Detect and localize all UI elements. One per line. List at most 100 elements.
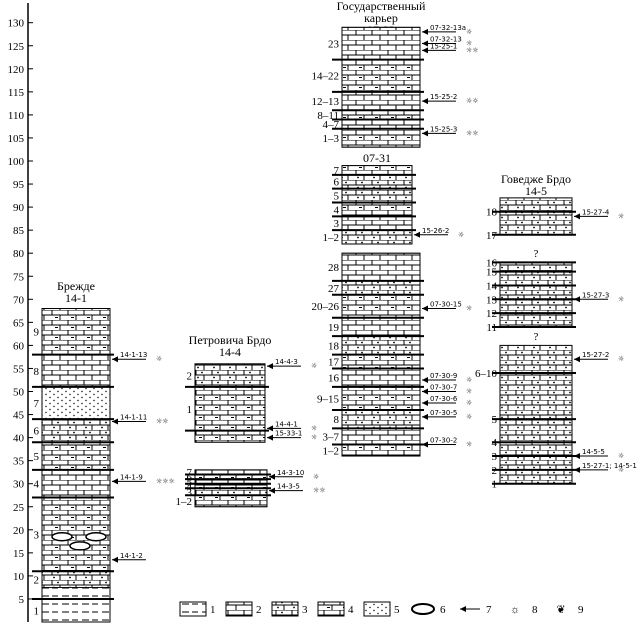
bed-label: 28 — [328, 262, 340, 274]
legend-swatch — [271, 601, 299, 617]
sample-symbols: ☼ — [618, 295, 624, 303]
section-title: 14-1 — [65, 291, 87, 305]
sample-arrowhead — [574, 466, 580, 473]
section-title: Петровича Брдо — [189, 333, 272, 347]
bed-label: 18 — [328, 340, 340, 352]
axis-tick-label: 90 — [13, 202, 25, 214]
sample-label: 07-32-13 — [430, 35, 462, 43]
sample-arrowhead — [112, 478, 118, 485]
bed-fill — [341, 280, 421, 296]
section-title: Брежде — [57, 279, 95, 293]
sample-label: 07-30-2 — [430, 437, 457, 445]
bed-fill — [341, 252, 421, 282]
bed-label: 8 — [34, 366, 40, 378]
sample-label: 15-33-1 — [275, 430, 302, 438]
legend-arrowhead — [460, 606, 466, 612]
sample-arrowhead — [422, 400, 428, 407]
axis-tick-label: 5 — [19, 594, 25, 606]
bed-fill — [341, 317, 421, 337]
axis-tick-label: 95 — [13, 179, 25, 191]
section-title: Государственный — [337, 0, 426, 13]
bed-fill — [41, 598, 111, 623]
bed-label: 5 — [187, 476, 193, 488]
sample-label: 07-30-7 — [430, 384, 457, 392]
bed-label: 16 — [486, 257, 498, 269]
sample-label: 07-30-9 — [430, 372, 457, 380]
legend-shell-icon: ❦ — [556, 604, 565, 616]
sample-arrowhead — [422, 98, 428, 105]
sample-label: 14-4-1 — [275, 420, 298, 428]
sample-label: 15-27-3 — [582, 291, 609, 299]
concretion-oval — [69, 541, 91, 551]
bed-fill — [341, 354, 421, 369]
axis-tick-label: 105 — [8, 133, 25, 145]
bed-fill — [41, 441, 111, 471]
bed-label: 2 — [34, 574, 40, 586]
bed-label: 4 — [34, 479, 40, 491]
axis-tick-label: 40 — [13, 433, 25, 445]
bed-fill — [41, 418, 111, 443]
sample-arrowhead — [574, 356, 580, 363]
bed-label: 5 — [492, 414, 498, 426]
bed-label: 20–26 — [312, 301, 340, 313]
section-title: 14-5 — [525, 184, 547, 198]
sample-label: 14-1-9 — [120, 473, 143, 481]
legend-item: 3 — [271, 601, 308, 617]
bed-label: 8 — [334, 414, 340, 426]
sample-label: 15-27-1; 14-5-1 — [582, 462, 637, 470]
axis-tick-label: 15 — [13, 548, 25, 560]
bed-label: 3 — [492, 451, 498, 463]
bed-fill — [194, 487, 268, 496]
bed-fill — [341, 165, 413, 176]
legend-item: ☼8 — [510, 604, 538, 616]
sample-symbols: ☼ — [466, 39, 472, 47]
bed-fill — [341, 128, 421, 148]
bed-label: 14–22 — [312, 71, 340, 83]
sample-arrowhead — [422, 40, 428, 47]
axis-tick-label: 120 — [8, 64, 25, 76]
sample-symbols: ☼ — [311, 434, 317, 442]
bed-fill — [41, 570, 111, 588]
section-outline — [41, 308, 111, 623]
legend-number: 5 — [394, 604, 400, 616]
bed-fill — [341, 174, 413, 190]
sample-symbols: ☼☼ — [156, 417, 169, 425]
bed-fill — [341, 119, 421, 130]
bed-fill — [341, 444, 421, 457]
bed-label: 7 — [187, 467, 193, 479]
bed-fill — [341, 26, 421, 60]
axis-tick-label: 75 — [13, 271, 25, 283]
bed-label: 15 — [486, 267, 498, 279]
bed-label: 3 — [187, 487, 193, 499]
axis-tick-label: 20 — [13, 525, 25, 537]
axis-tick-label: 110 — [8, 110, 25, 122]
sample-symbols: ☼☼ — [466, 129, 479, 137]
legend-number: 2 — [256, 604, 262, 616]
sample-arrowhead — [422, 441, 428, 448]
sample-symbols: ☼☼ — [466, 46, 479, 54]
bed-label: 6 — [187, 472, 193, 484]
bed-fill — [341, 427, 421, 445]
sample-symbols: ☼ — [458, 231, 464, 239]
sample-symbols: ☼☼ — [466, 97, 479, 105]
legend-item: 7 — [460, 604, 492, 616]
bed-label: 19 — [328, 322, 340, 334]
bed-label: 3 — [34, 529, 40, 541]
section-title: 14-4 — [219, 345, 241, 359]
bed-label: 3–7 — [323, 431, 340, 443]
sample-symbols: ☼ — [156, 355, 162, 363]
sample-label: 14-1-13 — [120, 351, 147, 359]
sample-label: 07-30-6 — [430, 395, 458, 403]
bed-label: 9 — [34, 327, 40, 339]
legend-number: 6 — [440, 604, 446, 616]
sample-label: 14-3-10 — [277, 469, 304, 477]
bed-fill — [341, 188, 413, 203]
legend-swatch — [225, 601, 253, 617]
bed-label: 2 — [492, 465, 498, 477]
bed-fill — [41, 469, 111, 498]
bed-label: 23 — [328, 38, 340, 50]
bed-fill — [194, 386, 266, 432]
